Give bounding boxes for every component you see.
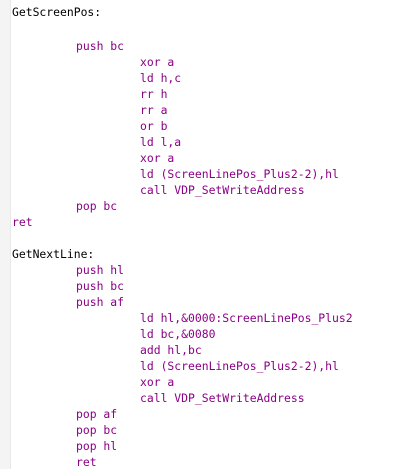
code-line: push bc [76,39,125,53]
code-line: rr a [140,103,168,117]
code-line: add hl,bc [140,343,202,357]
code-line-label: GetNextLine: [12,247,95,261]
code-line: ld (ScreenLinePos_Plus2-2),hl [140,359,339,373]
code-line: rr h [140,87,168,101]
code-line: xor a [140,151,175,165]
code-line: pop bc [76,423,118,437]
code-line: pop bc [76,199,118,213]
code-line: call VDP_SetWriteAddress [140,183,305,197]
code-line: pop af [76,407,118,421]
code-line: ret [12,215,33,229]
code-line: xor a [140,55,175,69]
code-area[interactable]: GetScreenPos: push bc xor a ld h,c rr h … [12,0,400,469]
editor-gutter [0,0,11,469]
code-line: push bc [76,279,125,293]
code-line: ld l,a [140,135,182,149]
code-line-label: GetScreenPos: [12,5,102,19]
code-line: pop hl [76,439,118,453]
code-line: push hl [76,263,125,277]
code-line: ld bc,&0080 [140,327,216,341]
code-line: or b [140,119,168,133]
code-line: ld (ScreenLinePos_Plus2-2),hl [140,167,339,181]
code-line: ld h,c [140,71,182,85]
code-line: call VDP_SetWriteAddress [140,391,305,405]
code-line: push af [76,295,125,309]
code-line: ld hl,&0000:ScreenLinePos_Plus2 [140,311,353,325]
code-line: ret [76,455,97,469]
code-line: xor a [140,375,175,389]
